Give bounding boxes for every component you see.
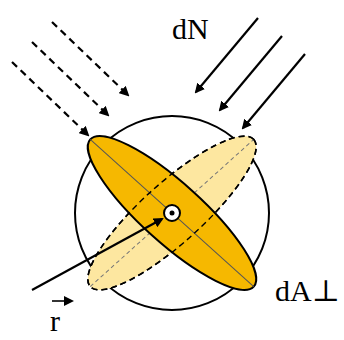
flux-label: dN [172,14,209,44]
area-label: dA⊥ [275,276,340,306]
vector-label: r [50,306,60,336]
